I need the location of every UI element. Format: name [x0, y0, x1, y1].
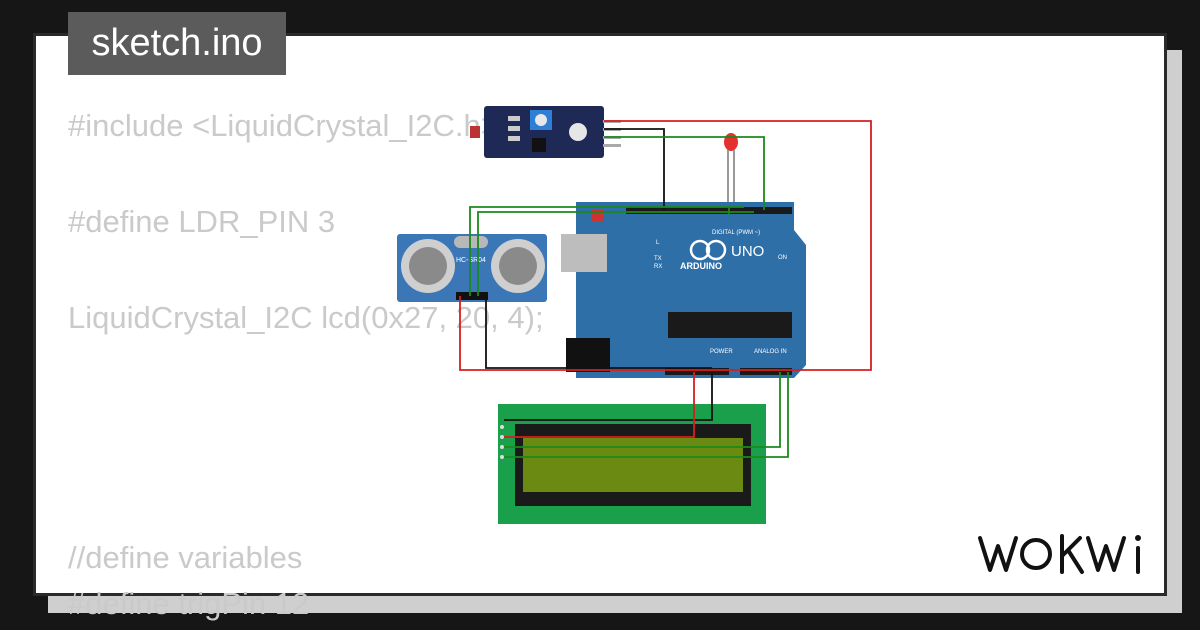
arduino-tx-label: TX: [654, 256, 662, 262]
arduino-uno-board[interactable]: ARDUINO UNO DIGITAL (PWM ~) POWER ANALOG…: [561, 202, 806, 378]
wokwi-logo: [978, 534, 1141, 574]
arduino-rx-label: RX: [654, 264, 662, 270]
arduino-analog-label: ANALOG IN: [754, 349, 787, 355]
wire-lcd-gnd: [504, 372, 713, 421]
arduino-digital-label: DIGITAL (PWM ~): [712, 230, 760, 236]
arduino-power-label: POWER: [710, 349, 733, 355]
wire-lcd-vcc: [504, 372, 695, 438]
wire-lcd-sda: [504, 372, 781, 448]
lcd-display[interactable]: [498, 404, 766, 524]
arduino-on-label: ON: [778, 255, 787, 261]
ldr-sensor-module[interactable]: [470, 106, 621, 158]
ultrasonic-label: HC-SR04: [456, 257, 486, 264]
arduino-brand-label: ARDUINO: [680, 261, 722, 271]
arduino-model-label: UNO: [731, 243, 764, 260]
wire-ldr-signal: [604, 136, 765, 210]
wire-us-gnd: [485, 296, 712, 369]
wire-vcc-red: [459, 120, 872, 371]
led-red[interactable]: [724, 133, 738, 208]
wire-trig: [469, 206, 744, 296]
file-name-tab: sketch.ino: [68, 12, 286, 75]
code-line-define-trig: #define trigPin 12: [68, 586, 310, 621]
wire-ldr-gnd: [604, 128, 665, 210]
arduino-l-label: L: [656, 240, 660, 246]
ultrasonic-sensor[interactable]: HC-SR04: [397, 234, 547, 302]
wires: [459, 120, 872, 458]
code-line-define-ldr: #define LDR_PIN 3: [68, 204, 336, 239]
code-line-lcd-init: LiquidCrystal_I2C lcd(0x27, 20, 4);: [68, 300, 544, 335]
code-line-include: #include <LiquidCrystal_I2C.h>: [68, 108, 499, 143]
wire-lcd-scl: [504, 372, 789, 458]
wire-echo: [477, 211, 754, 296]
code-line-comment: //define variables: [68, 540, 303, 575]
